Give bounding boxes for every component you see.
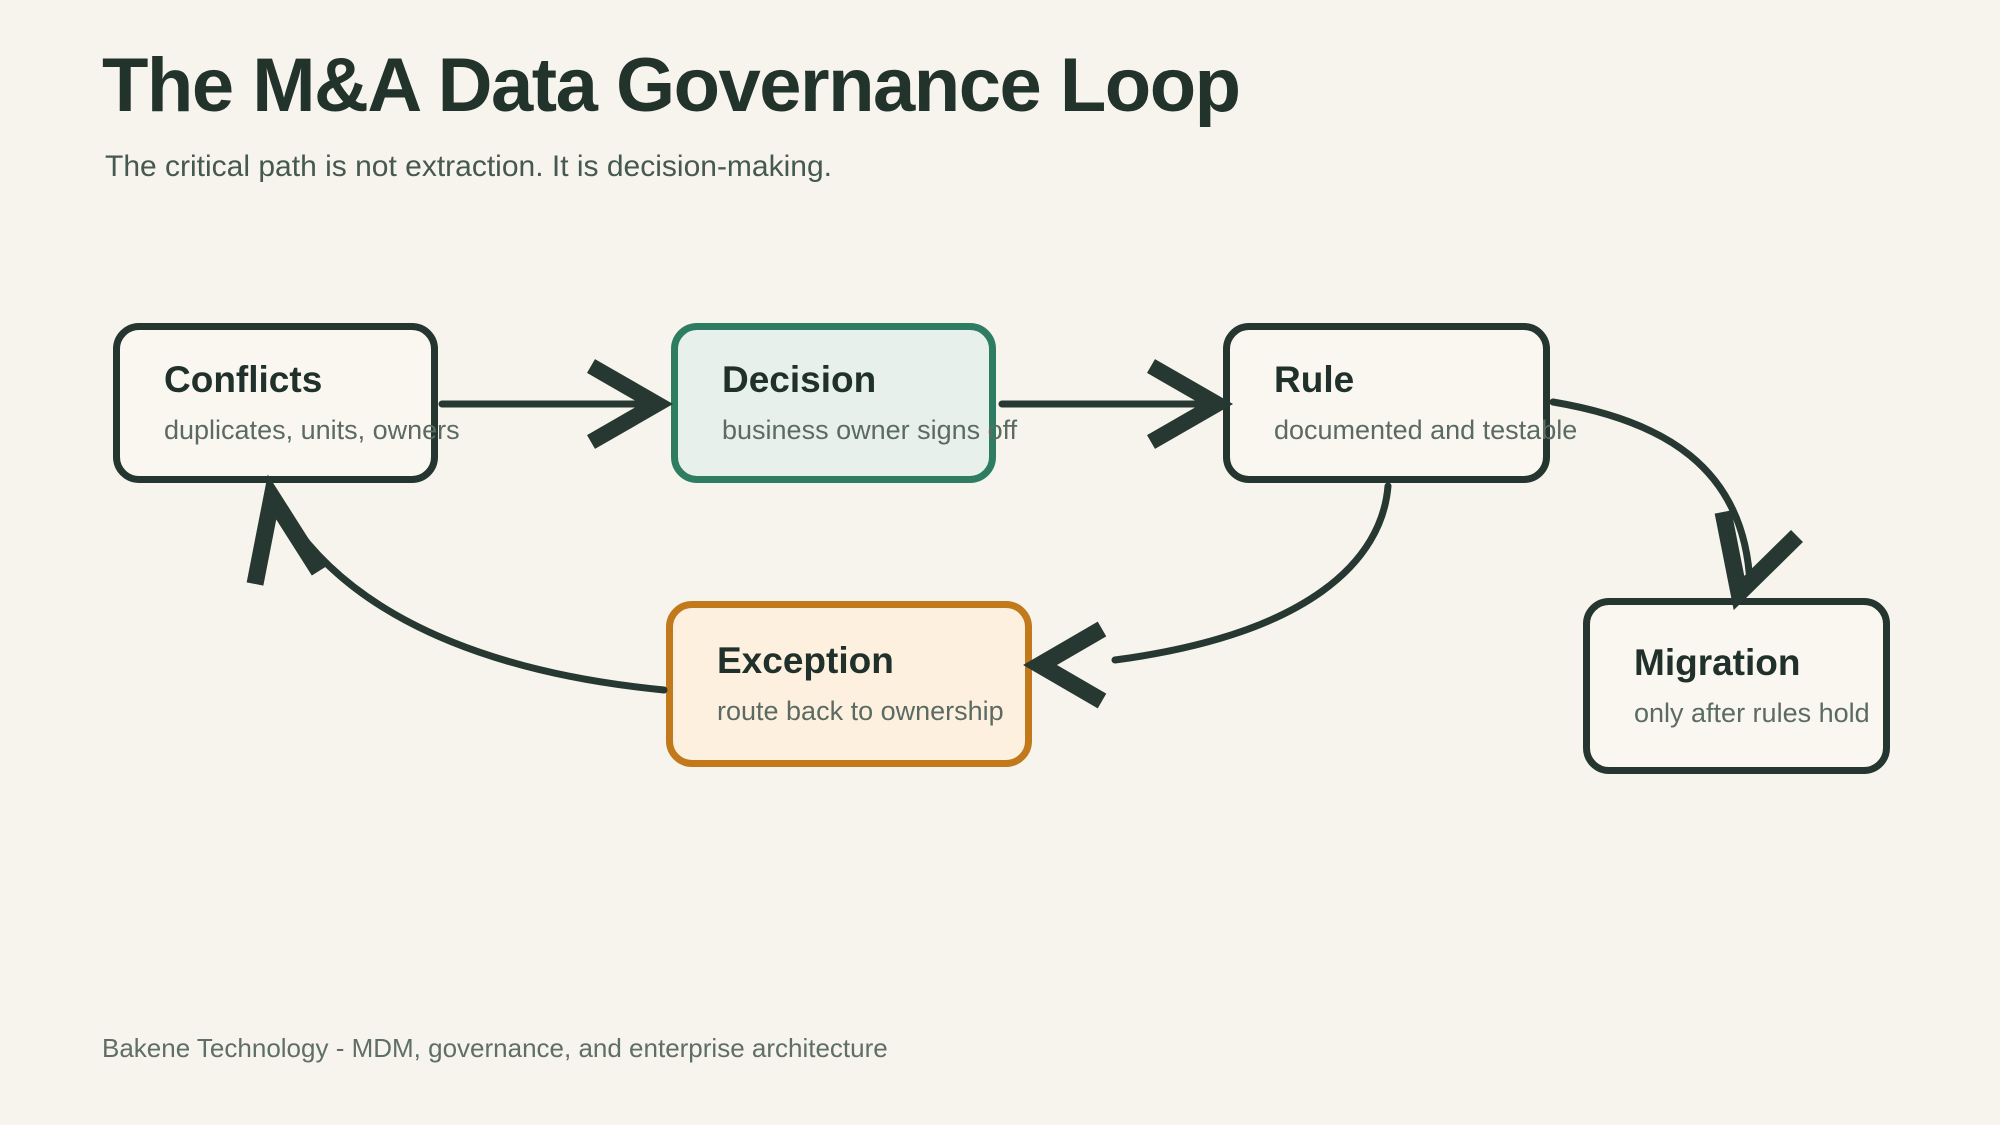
arrow-rule-to-migration: [1549, 398, 1803, 611]
node-conflicts-title: Conflicts: [164, 359, 323, 401]
arrow-conflicts-to-decision: [438, 359, 674, 449]
footer-attribution: Bakene Technology - MDM, governance, and…: [102, 1033, 888, 1063]
node-exception-subtitle: route back to ownership: [717, 695, 1004, 726]
node-rule-title: Rule: [1274, 359, 1355, 401]
page-subtitle: The critical path is not extraction. It …: [105, 150, 832, 183]
node-rule: Rule documented and testable: [1223, 323, 1578, 483]
node-conflicts-subtitle: duplicates, units, owners: [164, 414, 460, 445]
node-decision-title: Decision: [722, 359, 877, 401]
node-rule-subtitle: documented and testable: [1274, 414, 1578, 445]
node-migration-subtitle: only after rules hold: [1634, 697, 1870, 728]
node-exception-title: Exception: [717, 640, 894, 682]
arrow-rule-to-exception: [1023, 482, 1392, 709]
node-conflicts: Conflicts duplicates, units, owners: [113, 323, 460, 483]
node-migration-title: Migration: [1634, 642, 1801, 684]
arrow-exception-to-conflicts: [246, 474, 668, 694]
node-migration: Migration only after rules hold: [1583, 598, 1890, 774]
arrow-decision-to-rule: [998, 359, 1234, 449]
node-exception: Exception route back to ownership: [666, 601, 1032, 767]
node-decision: Decision business owner signs off: [671, 323, 1018, 483]
node-decision-subtitle: business owner signs off: [722, 414, 1018, 445]
page-title: The M&A Data Governance Loop: [102, 43, 1241, 128]
